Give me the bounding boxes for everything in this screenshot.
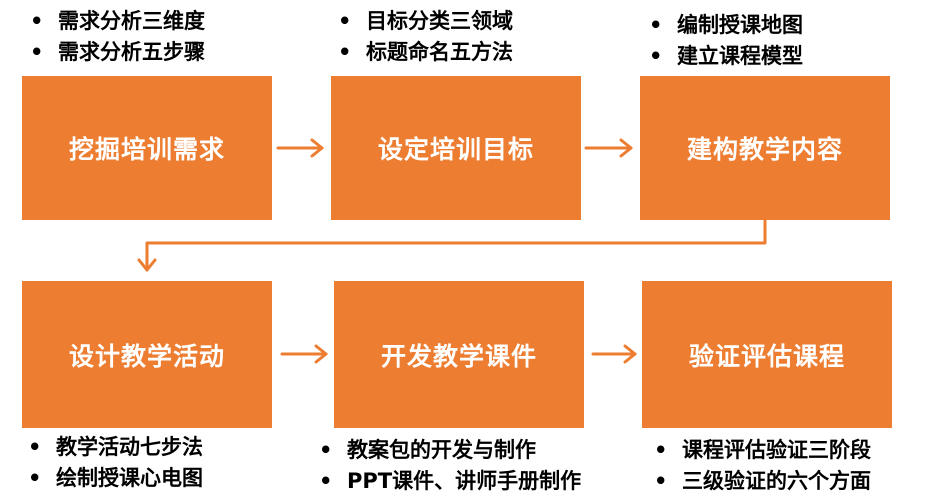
arrow-2-3-head <box>619 138 633 158</box>
note-item: PPT课件、讲师手册制作 <box>317 466 581 497</box>
arrow-1-2-head <box>310 138 324 158</box>
arrow-3-4 <box>145 219 767 272</box>
step-box-2: 设定培训目标 <box>331 76 581 220</box>
step-4-notes: 教学活动七步法 绘制授课心电图 <box>26 432 203 494</box>
step-box-4: 设计教学活动 <box>22 281 272 428</box>
note-item: 需求分析五步骤 <box>28 37 205 68</box>
arrow-4-5-head <box>314 344 328 364</box>
note-item: 教案包的开发与制作 <box>317 435 581 466</box>
note-item: 三级验证的六个方面 <box>652 466 871 497</box>
step-box-5: 开发教学课件 <box>334 281 584 428</box>
note-item: 目标分类三领域 <box>336 6 513 37</box>
note-item: 绘制授课心电图 <box>26 463 203 494</box>
step-5-notes: 教案包的开发与制作 PPT课件、讲师手册制作 <box>317 435 581 497</box>
step-box-6: 验证评估课程 <box>642 281 892 428</box>
arrow-5-6-head <box>623 344 637 364</box>
step-1-notes: 需求分析三维度 需求分析五步骤 <box>28 6 205 68</box>
step-6-notes: 课程评估验证三阶段 三级验证的六个方面 <box>652 435 871 497</box>
note-item: 编制授课地图 <box>647 10 803 41</box>
step-box-3: 建构教学内容 <box>640 76 890 220</box>
note-item: 教学活动七步法 <box>26 432 203 463</box>
arrow-3-4-head <box>137 258 157 272</box>
note-item: 课程评估验证三阶段 <box>652 435 871 466</box>
note-item: 建立课程模型 <box>647 41 803 72</box>
step-3-notes: 编制授课地图 建立课程模型 <box>647 10 803 72</box>
step-2-notes: 目标分类三领域 标题命名五方法 <box>336 6 513 68</box>
note-item: 需求分析三维度 <box>28 6 205 37</box>
step-box-1: 挖掘培训需求 <box>22 76 272 220</box>
note-item: 标题命名五方法 <box>336 37 513 68</box>
